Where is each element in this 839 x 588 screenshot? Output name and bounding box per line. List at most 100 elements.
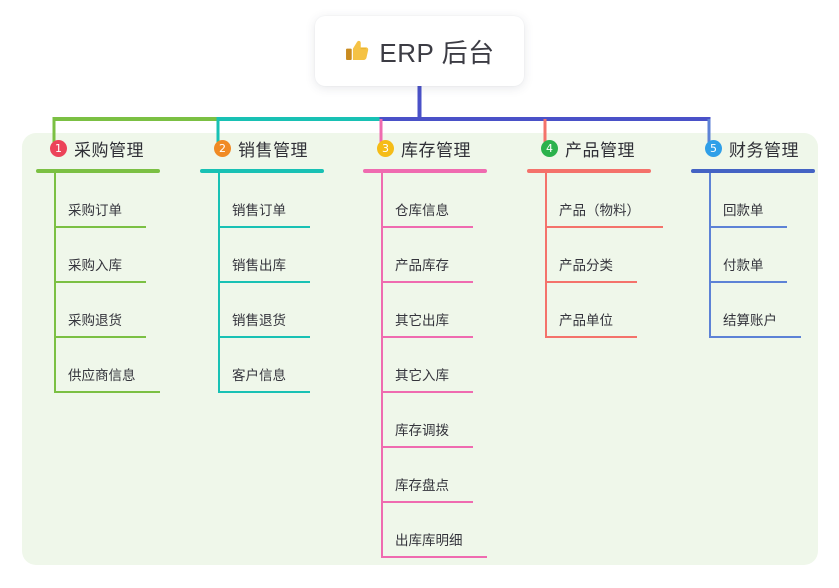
branch-item[interactable]: 产品库存	[381, 228, 487, 283]
branch-header[interactable]: 2 销售管理	[200, 133, 324, 163]
branch-item-underline	[218, 226, 310, 228]
branch-header[interactable]: 1 采购管理	[36, 133, 160, 163]
branch-spine	[54, 173, 56, 393]
branch-item[interactable]: 库存调拨	[381, 393, 487, 448]
branch-title: 销售管理	[238, 140, 308, 160]
branch-underline	[200, 169, 324, 173]
branch-item[interactable]: 其它出库	[381, 283, 487, 338]
branch-item-underline	[54, 226, 146, 228]
branch-item[interactable]: 产品分类	[545, 228, 651, 283]
branch-column-5: 5 财务管理回款单付款单结算账户	[691, 133, 815, 338]
branch-item[interactable]: 回款单	[709, 173, 815, 228]
branch-item-label: 结算账户	[723, 313, 777, 328]
branch-item[interactable]: 付款单	[709, 228, 815, 283]
branch-item[interactable]: 仓库信息	[381, 173, 487, 228]
branch-item-label: 其它入库	[395, 368, 449, 383]
branch-item[interactable]: 库存盘点	[381, 448, 487, 503]
branch-item-underline	[381, 336, 473, 338]
branch-title: 库存管理	[401, 140, 471, 160]
branch-header[interactable]: 4 产品管理	[527, 133, 651, 163]
branch-item-label: 销售出库	[232, 258, 286, 273]
branch-item[interactable]: 销售退货	[218, 283, 324, 338]
branch-item-underline	[381, 281, 473, 283]
branch-item[interactable]: 采购退货	[54, 283, 160, 338]
branch-underline	[36, 169, 160, 173]
branch-column-3: 3 库存管理仓库信息产品库存其它出库其它入库库存调拨库存盘点出库库明细	[363, 133, 487, 558]
branch-columns: 1 采购管理采购订单采购入库采购退货供应商信息 2 销售管理销售订单销售出库销售退货客…	[22, 133, 818, 565]
branch-item-underline	[218, 281, 310, 283]
branch-item-underline	[709, 226, 787, 228]
branch-item-list: 采购订单采购入库采购退货供应商信息	[36, 173, 160, 393]
branch-column-1: 1 采购管理采购订单采购入库采购退货供应商信息	[36, 133, 160, 393]
branch-item-list: 销售订单销售出库销售退货客户信息	[200, 173, 324, 393]
branch-item[interactable]: 产品（物料）	[545, 173, 663, 228]
branch-item-underline	[709, 336, 801, 338]
branch-underline	[527, 169, 651, 173]
branch-item[interactable]: 客户信息	[218, 338, 324, 393]
branch-title: 财务管理	[729, 140, 799, 160]
branch-item-label: 客户信息	[232, 368, 286, 383]
branch-item-underline	[54, 281, 146, 283]
branch-item-label: 销售订单	[232, 203, 286, 218]
branch-header[interactable]: 3 库存管理	[363, 133, 487, 163]
branch-item-underline	[218, 336, 310, 338]
branch-item[interactable]: 产品单位	[545, 283, 651, 338]
branch-item-label: 回款单	[723, 203, 764, 218]
branch-item[interactable]: 销售订单	[218, 173, 324, 228]
branch-item-label: 采购入库	[68, 258, 122, 273]
branch-spine	[709, 173, 711, 338]
branch-item-label: 其它出库	[395, 313, 449, 328]
branch-item-underline	[381, 226, 473, 228]
branch-number-badge: 2	[214, 139, 231, 157]
branch-item-label: 销售退货	[232, 313, 286, 328]
branch-spine	[381, 173, 383, 558]
branch-item-label: 采购退货	[68, 313, 122, 328]
branch-item-underline	[545, 281, 637, 283]
branch-spine	[218, 173, 220, 393]
branch-column-2: 2 销售管理销售订单销售出库销售退货客户信息	[200, 133, 324, 393]
branch-item[interactable]: 供应商信息	[54, 338, 160, 393]
branch-item-list: 回款单付款单结算账户	[691, 173, 815, 338]
branch-title: 产品管理	[565, 140, 635, 160]
branch-item-underline	[381, 446, 473, 448]
branch-header[interactable]: 5 财务管理	[691, 133, 815, 163]
branch-item-label: 仓库信息	[395, 203, 449, 218]
branch-column-4: 4 产品管理产品（物料） 产品分类产品单位	[527, 133, 663, 338]
branch-item-underline	[381, 501, 473, 503]
branch-item-underline	[54, 391, 160, 393]
branch-title: 采购管理	[74, 140, 144, 160]
branch-item[interactable]: 采购入库	[54, 228, 160, 283]
branch-item-underline	[381, 556, 487, 558]
branch-number-badge: 5	[705, 139, 722, 157]
branch-item[interactable]: 销售出库	[218, 228, 324, 283]
branch-item[interactable]: 采购订单	[54, 173, 160, 228]
branch-item-label: 产品库存	[395, 258, 449, 273]
branch-item-label: 库存调拨	[395, 423, 449, 438]
branch-item-underline	[218, 391, 310, 393]
branch-item-label: 付款单	[723, 258, 764, 273]
branch-item-list: 仓库信息产品库存其它出库其它入库库存调拨库存盘点出库库明细	[363, 173, 487, 558]
branch-item-label: 产品（物料）	[559, 203, 640, 218]
root-node[interactable]: ERP 后台	[315, 16, 524, 86]
branch-item-underline	[545, 226, 663, 228]
branch-item-label: 产品分类	[559, 258, 613, 273]
branch-item-underline	[381, 391, 473, 393]
branch-item[interactable]: 其它入库	[381, 338, 487, 393]
branch-item-underline	[545, 336, 637, 338]
branch-number-badge: 3	[377, 139, 394, 157]
branch-spine	[545, 173, 547, 338]
root-title: ERP 后台	[379, 37, 495, 68]
branch-number-badge: 4	[541, 139, 558, 157]
branch-underline	[363, 169, 487, 173]
branch-item-label: 库存盘点	[395, 478, 449, 493]
thumbs-up-icon	[344, 38, 370, 64]
branch-number-badge: 1	[50, 139, 67, 157]
diagram-background-panel	[22, 133, 818, 565]
branch-item[interactable]: 出库库明细	[381, 503, 487, 558]
branch-item-underline	[54, 336, 146, 338]
branch-item-label: 采购订单	[68, 203, 122, 218]
branch-item[interactable]: 结算账户	[709, 283, 815, 338]
branch-item-label: 产品单位	[559, 313, 613, 328]
branch-underline	[691, 169, 815, 173]
